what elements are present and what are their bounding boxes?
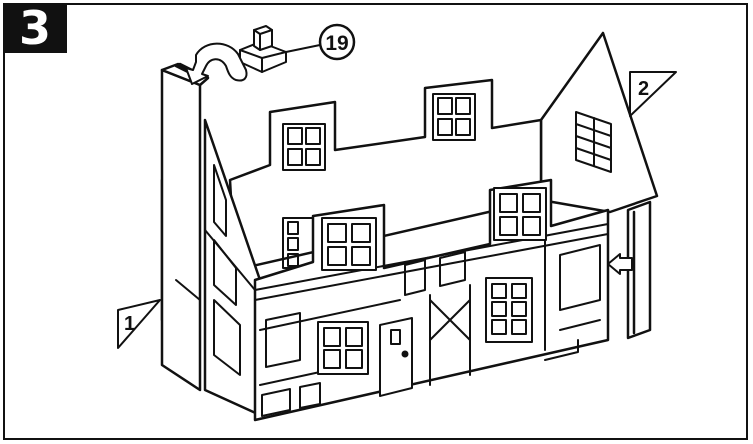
- callout-1-label: 1: [124, 313, 135, 335]
- callout-1: 1: [118, 300, 160, 348]
- front-window-lower-left: [318, 322, 368, 374]
- insert-arrow-right: [608, 254, 632, 274]
- callout-19: 19: [286, 25, 354, 59]
- chimney-piece: [240, 26, 286, 72]
- left-side-wall: [205, 120, 260, 415]
- right-gable-wall: [541, 33, 657, 212]
- front-door: [380, 318, 412, 396]
- front-window-upper-left: [322, 218, 376, 270]
- chimney-wall: [162, 64, 208, 390]
- chimney-insert-arrow: [186, 44, 247, 84]
- front-window-upper-right: [494, 188, 546, 240]
- callout-19-label: 19: [325, 32, 348, 55]
- callout-2-label: 2: [638, 78, 649, 100]
- callout-2: 2: [630, 72, 676, 116]
- front-window-lower-right: [486, 278, 532, 342]
